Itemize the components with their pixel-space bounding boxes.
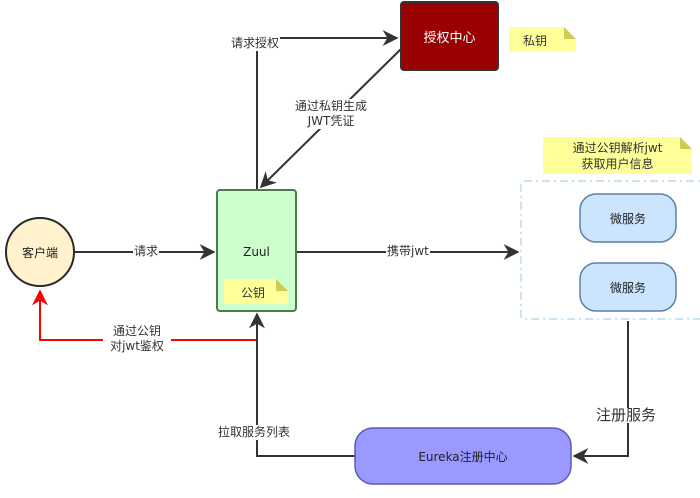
client-label: 客户端 (21, 245, 58, 260)
edge-register-service-label: 注册服务 (595, 406, 658, 424)
generate-jwt-line-1: 通过私钥生成 (294, 99, 367, 113)
zuul-label: Zuul (243, 245, 270, 259)
edge-verify-jwt (32, 289, 257, 341)
microservice-group (520, 180, 700, 320)
parse-jwt-note (543, 137, 692, 174)
microservice-node-2[interactable] (579, 262, 677, 312)
public-key-note (224, 279, 288, 304)
edge-request-auth-label: 请求授权 (230, 36, 281, 51)
private-key-note (509, 27, 576, 52)
edge-request-label: 请求 (133, 244, 160, 259)
verify-jwt-line-2: 对jwt鉴权 (110, 339, 164, 353)
edge-verify-jwt-label: 通过公钥 对jwt鉴权 (103, 324, 171, 354)
public-key-note-text: 公钥 (241, 286, 266, 300)
eureka-node[interactable] (354, 427, 572, 485)
microservice-node-1[interactable] (579, 193, 677, 243)
private-key-note-text: 私钥 (523, 34, 548, 48)
parse-jwt-line-2: 获取用户信息 (581, 157, 654, 171)
parse-jwt-line-1: 通过公钥解析jwt (572, 141, 663, 155)
client-node[interactable] (5, 217, 75, 287)
parse-jwt-note-text: 通过公钥解析jwt 获取用户信息 (543, 140, 692, 172)
edge-pull-service-list (249, 312, 355, 457)
auth-center-node[interactable] (400, 1, 499, 71)
eureka-label: Eureka注册中心 (418, 449, 508, 464)
auth-center-label: 授权中心 (423, 30, 476, 46)
edge-register-service (572, 321, 629, 464)
edge-carry-jwt-label: 携带jwt (386, 244, 430, 259)
microservice-2-label: 微服务 (609, 280, 646, 295)
verify-jwt-line-1: 通过公钥 (112, 324, 161, 338)
edge-generate-jwt-label: 通过私钥生成 JWT凭证 (286, 99, 376, 129)
edge-pull-service-list-label: 拉取服务列表 (217, 425, 292, 440)
generate-jwt-line-2: JWT凭证 (307, 114, 355, 128)
microservice-1-label: 微服务 (609, 211, 646, 226)
